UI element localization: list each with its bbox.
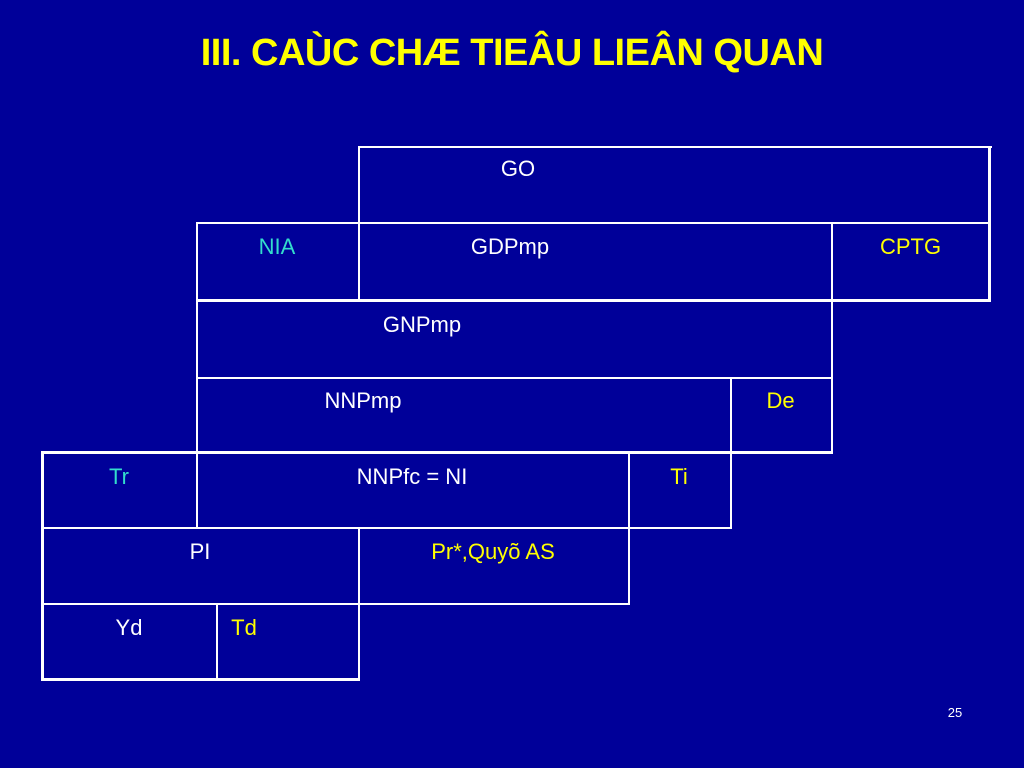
cell-go: GO — [500, 156, 536, 181]
cell-tr: Tr — [109, 464, 129, 489]
cell-cptg: CPTG — [879, 234, 942, 259]
cell-de: De — [766, 388, 795, 413]
grid-line — [358, 222, 360, 300]
grid-line — [196, 377, 833, 379]
grid-line — [42, 603, 630, 605]
grid-line — [41, 451, 44, 681]
grid-line — [196, 222, 198, 454]
grid-line — [196, 299, 991, 302]
grid-line — [42, 527, 732, 529]
grid-line — [358, 146, 992, 148]
grid-line — [42, 678, 360, 681]
slide-title: III. CAÙC CHÆ TIEÂU LIEÂN QUAN — [200, 32, 824, 74]
cell-pi: PI — [189, 539, 211, 564]
cell-gdpmp: GDPmp — [470, 234, 550, 259]
grid-line — [831, 222, 833, 454]
grid-line — [42, 451, 833, 454]
cell-yd: Yd — [115, 615, 143, 640]
cell-pr-quyo-as: Pr*,Quyõ AS — [431, 539, 555, 564]
cell-nnpfc-ni: NNPfc = NI — [356, 464, 468, 489]
cell-ti: Ti — [670, 464, 688, 489]
cell-nia: NIA — [258, 234, 296, 259]
page-number: 25 — [947, 705, 963, 720]
grid-line — [196, 222, 991, 224]
cell-nnpmp: NNPmp — [324, 388, 402, 413]
cell-td: Td — [231, 615, 257, 640]
cell-gnpmp: GNPmp — [382, 312, 462, 337]
grid-line — [196, 452, 198, 528]
grid-line — [358, 146, 360, 224]
grid-line — [216, 604, 218, 680]
